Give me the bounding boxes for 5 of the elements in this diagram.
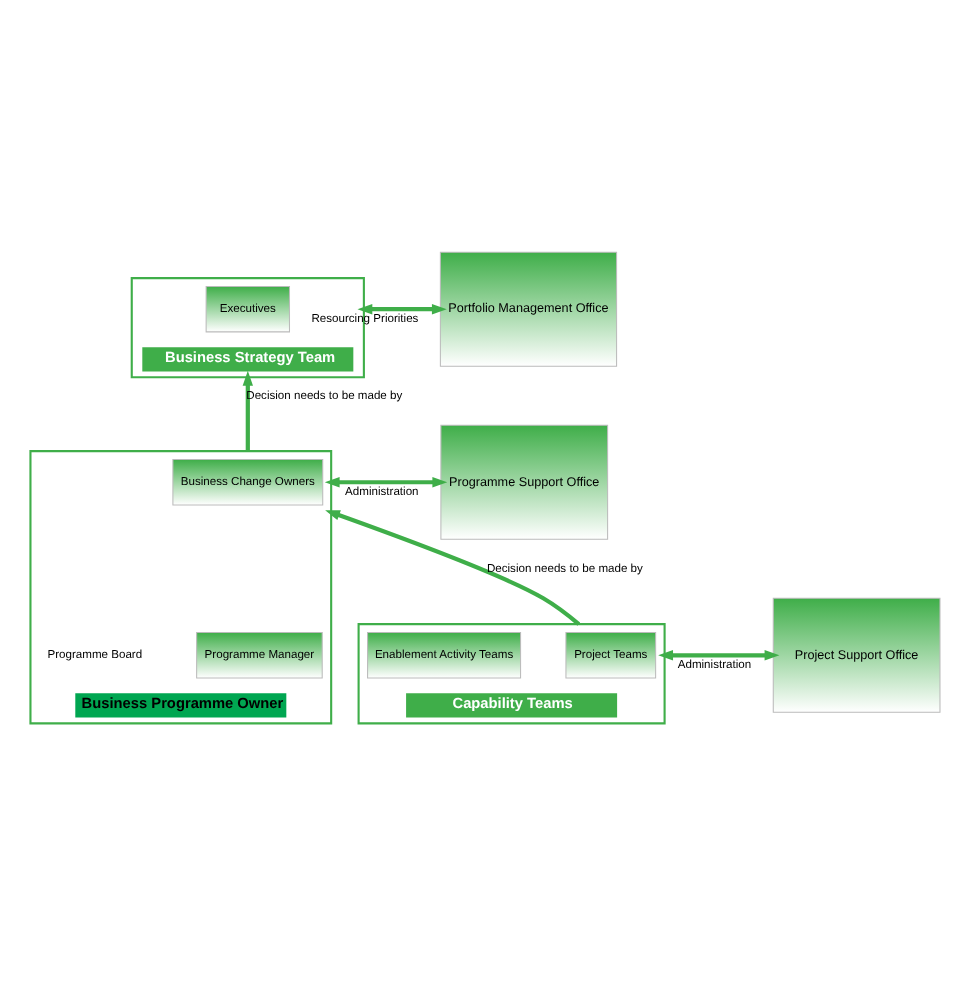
arrow [325, 509, 581, 625]
arrow [357, 303, 447, 314]
arrow [242, 369, 253, 451]
arrow [658, 649, 780, 660]
arrow [324, 476, 448, 487]
